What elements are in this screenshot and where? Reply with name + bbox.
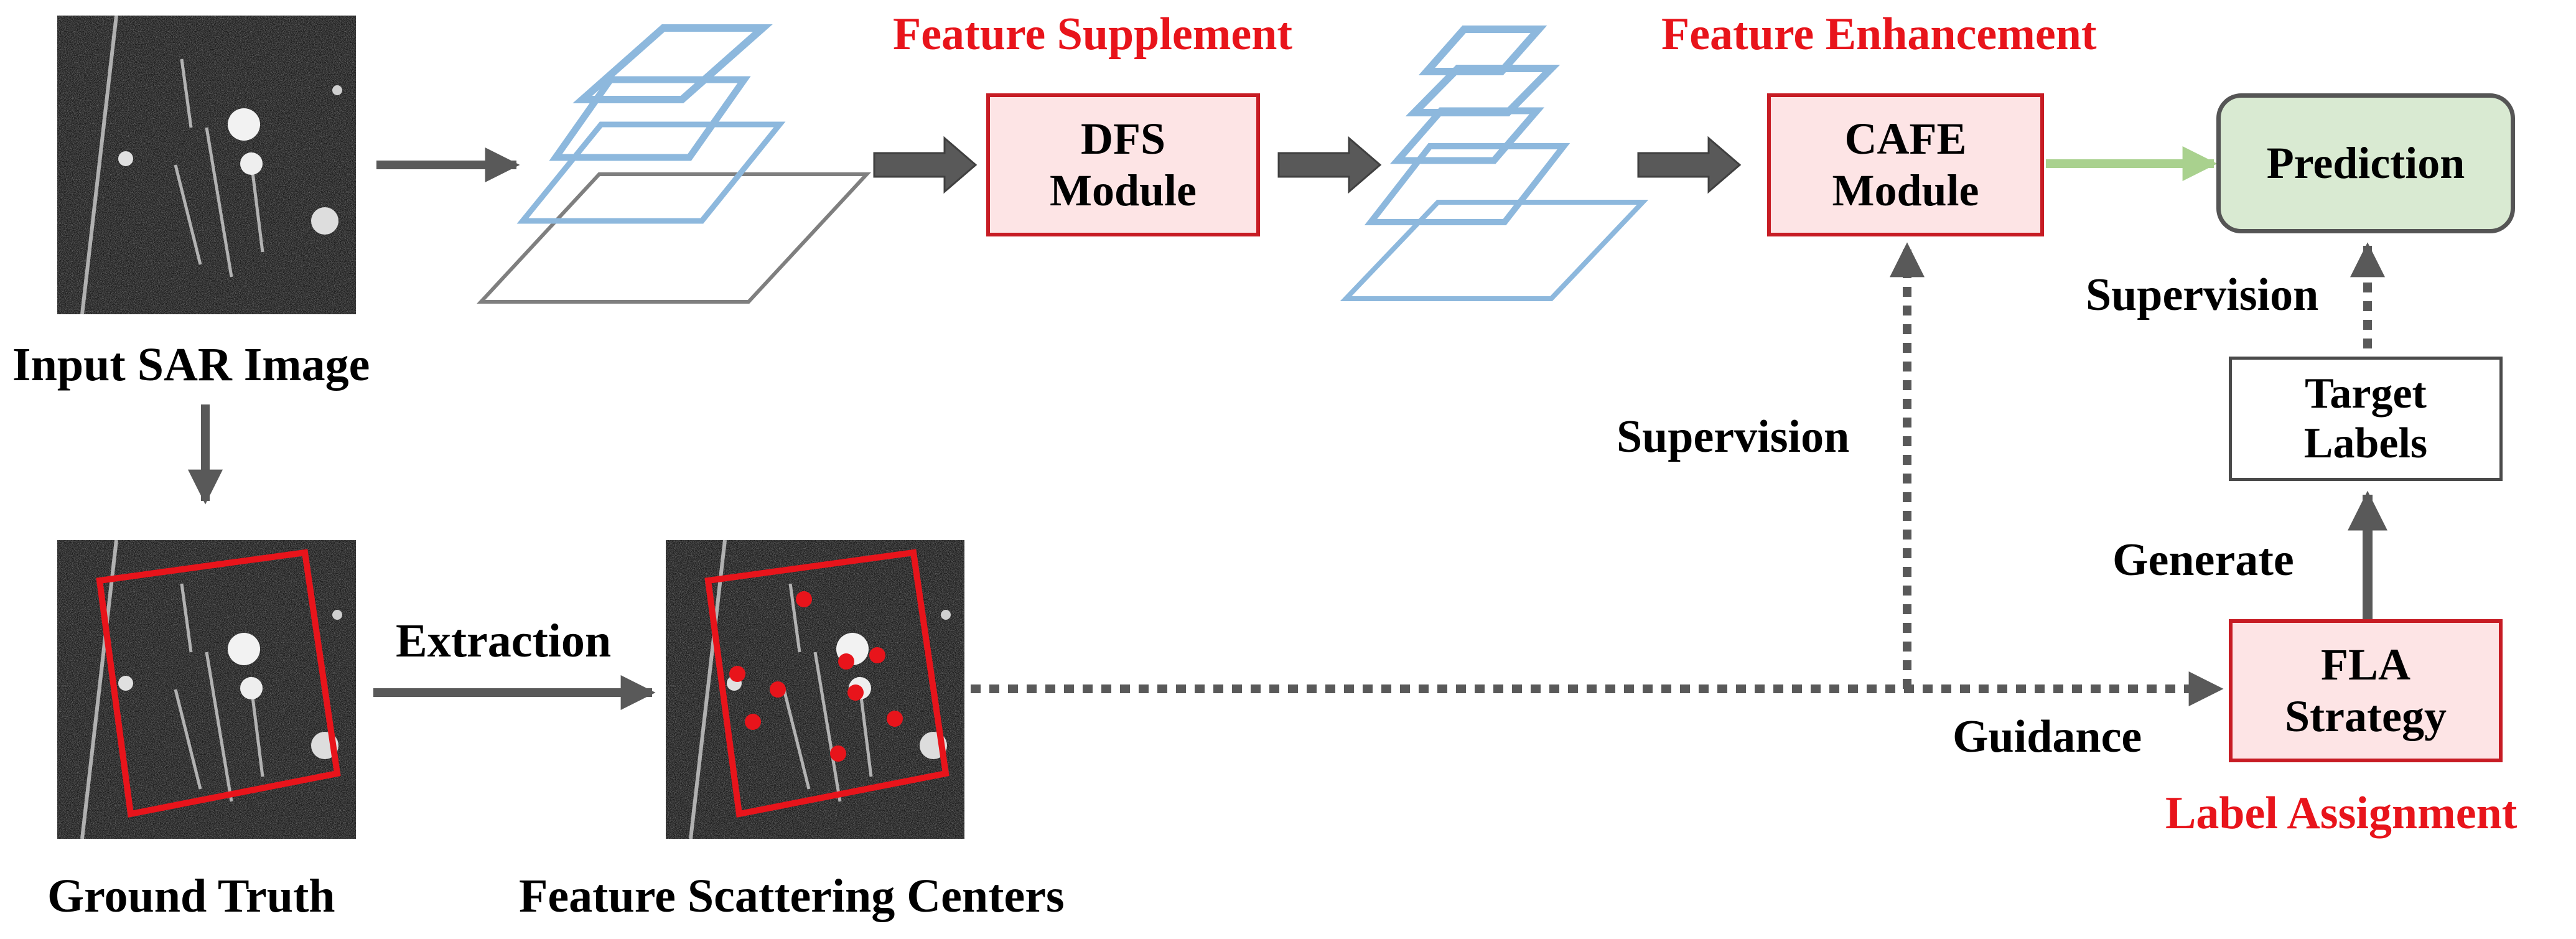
dfs-line2: Module bbox=[1049, 166, 1197, 215]
cafe-module-box: CAFE Module bbox=[1767, 93, 2044, 236]
fla-line1: FLA bbox=[2321, 640, 2410, 690]
feature-enhancement-title: Feature Enhancement bbox=[1661, 9, 2097, 60]
target-line2: Labels bbox=[2303, 419, 2428, 467]
ground-truth-caption: Ground Truth bbox=[47, 870, 335, 922]
solid-arrows bbox=[188, 147, 2387, 710]
arrow-to-cafe bbox=[1637, 136, 1742, 194]
prediction-label: Prediction bbox=[2266, 138, 2465, 189]
prediction-box: Prediction bbox=[2216, 93, 2515, 233]
extraction-label: Extraction bbox=[396, 615, 612, 667]
arrow-from-dfs bbox=[1277, 136, 1382, 194]
scattering-centers-image bbox=[666, 540, 964, 839]
generate-label: Generate bbox=[2112, 535, 2294, 586]
fla-line2: Strategy bbox=[2285, 691, 2447, 741]
block-arrows bbox=[873, 136, 1742, 194]
scattering-center-dots bbox=[729, 591, 903, 762]
cafe-line2: Module bbox=[1832, 166, 1979, 215]
arrow-to-dfs bbox=[873, 136, 978, 194]
target-labels-box: Target Labels bbox=[2229, 357, 2503, 481]
feature-pyramid-input bbox=[477, 24, 871, 304]
feature-pyramid-enhanced bbox=[1340, 26, 1649, 301]
label-assignment-title: Label Assignment bbox=[2165, 788, 2518, 839]
ground-truth-image bbox=[57, 540, 356, 839]
dfs-module-box: DFS Module bbox=[986, 93, 1260, 236]
input-image-caption: Input SAR Image bbox=[12, 339, 370, 391]
feature-supplement-title: Feature Supplement bbox=[893, 9, 1293, 60]
supervision-right-label: Supervision bbox=[2086, 269, 2319, 320]
input-sar-image bbox=[57, 16, 356, 314]
fla-strategy-box: FLA Strategy bbox=[2229, 619, 2503, 762]
supervision-left-label: Supervision bbox=[1617, 411, 1850, 462]
target-line1: Target bbox=[2305, 369, 2427, 418]
dfs-line1: DFS bbox=[1080, 114, 1166, 164]
dotted-arrows bbox=[971, 242, 2385, 706]
cafe-line1: CAFE bbox=[1844, 114, 1967, 164]
guidance-label: Guidance bbox=[1953, 711, 2142, 762]
scattering-centers-caption: Feature Scattering Centers bbox=[519, 870, 1065, 922]
